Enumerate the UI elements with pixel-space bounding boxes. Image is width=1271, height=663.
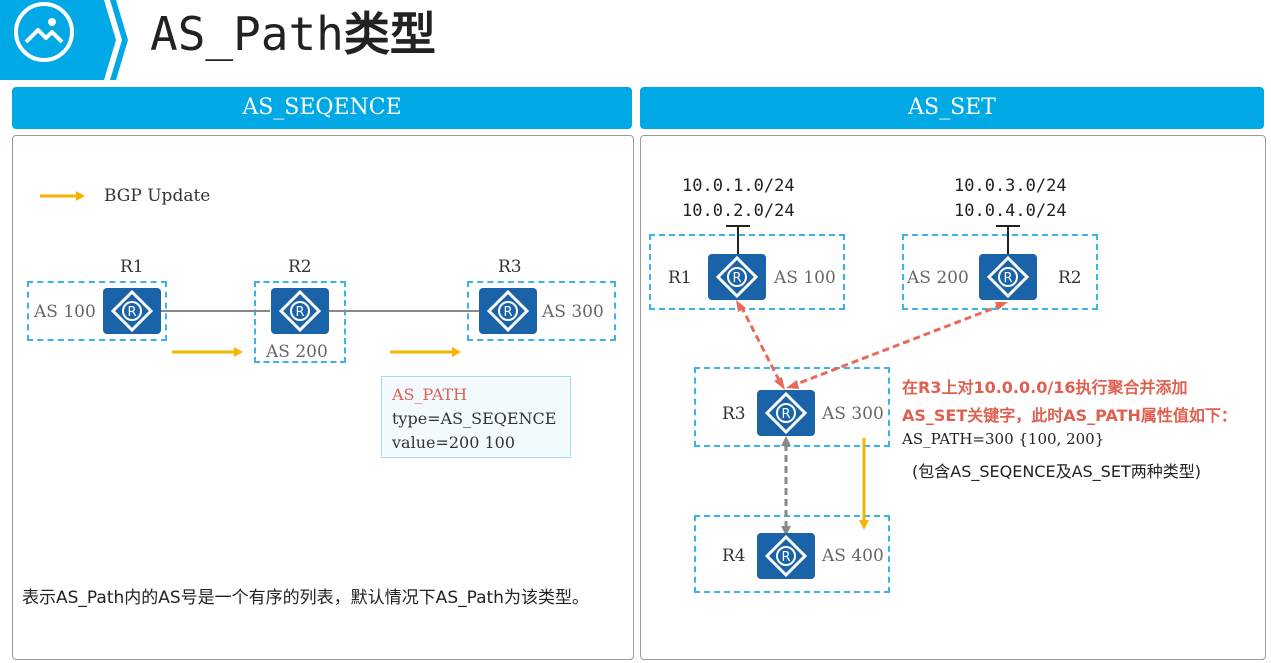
router-icon: R [979,254,1037,300]
as-label-r2: AS 200 [907,268,969,288]
page-title: AS_Path类型 [150,7,436,61]
r1-prefix-2: 10.0.2.0/24 [682,201,795,221]
r1-prefix-1: 10.0.1.0/24 [682,176,795,196]
r2-prefix-2: 10.0.4.0/24 [954,201,1067,221]
as-box-r2 [254,281,346,363]
svg-text:R: R [1003,271,1012,286]
router-label-r1: R1 [120,257,144,277]
svg-text:R: R [732,271,741,286]
router-label-r3: R3 [722,404,746,424]
svg-text:R: R [781,550,790,565]
legend-arrow-icon [40,191,85,201]
svg-text:R: R [781,407,790,422]
as-label-r3: AS 300 [542,302,604,322]
note-line-4: (包含AS_SEQENCE及AS_SET两种类型) [912,462,1201,481]
router-label-r2: R2 [1058,268,1082,288]
legend-label: BGP Update [104,186,211,206]
svg-text:R: R [127,305,136,320]
note-line-1: 在R3上对10.0.0.0/16执行聚合并添加 [902,378,1188,397]
router-label-r3: R3 [498,257,522,277]
note-line-3: AS_PATH=300 {100, 200} [902,430,1105,448]
aspath-box-value: value=200 100 [392,433,516,452]
panel-heading-as-seqence: AS_SEQENCE [12,87,632,129]
router-icon: R [103,288,161,334]
as-box-r4 [694,515,890,593]
router-icon: R [757,533,815,579]
as-box-r1 [649,234,845,310]
r2-prefix-1: 10.0.3.0/24 [954,176,1067,196]
router-label-r2: R2 [288,257,312,277]
svg-text:R: R [503,305,512,320]
router-icon: R [271,288,329,334]
router-icon: R [757,390,815,436]
header-banner [0,0,128,80]
router-label-r4: R4 [722,546,746,566]
as-box-r2 [902,234,1098,310]
as-label-r3: AS 300 [822,404,884,424]
aspath-box: AS_PATH type=AS_SEQENCE value=200 100 [381,376,571,458]
router-label-r1: R1 [668,268,692,288]
svg-text:R: R [295,305,304,320]
right-panel [640,135,1266,660]
as-label-r2: AS 200 [266,342,328,362]
as-label-r1: AS 100 [34,302,96,322]
panel-heading-as-set: AS_SET [640,87,1264,129]
as-label-r1: AS 100 [774,268,836,288]
as-box-r3 [694,367,890,447]
note-line-2: AS_SET关键字，此时AS_PATH属性值如下： [902,406,1237,425]
image-icon [24,18,64,44]
as-label-r4: AS 400 [822,546,884,566]
router-icon: R [708,254,766,300]
router-icon: R [479,288,537,334]
aspath-box-type: type=AS_SEQENCE [392,409,557,428]
left-description: 表示AS_Path内的AS号是一个有序的列表，默认情况下AS_Path为该类型。 [22,588,589,608]
aspath-box-title: AS_PATH [392,385,468,404]
